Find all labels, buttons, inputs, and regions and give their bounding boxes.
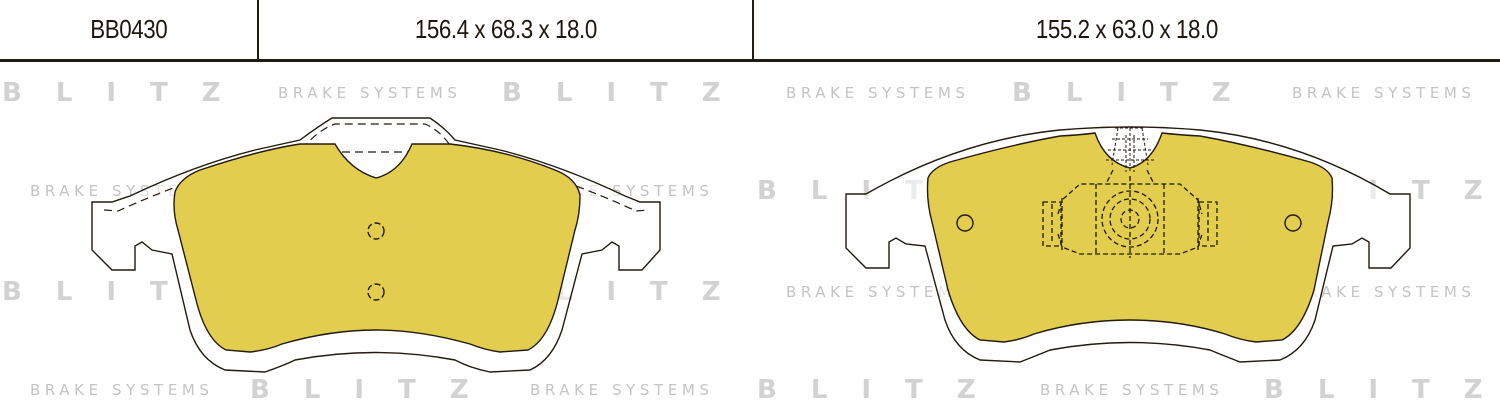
pad-2-drawing bbox=[845, 126, 1411, 363]
pad1-dimensions-cell: 156.4 x 68.3 x 18.0 bbox=[259, 0, 754, 59]
part-number-cell: BB0430 bbox=[0, 0, 259, 59]
pad2-dimensions: 155.2 x 63.0 x 18.0 bbox=[1035, 14, 1219, 44]
spec-header: BB0430 156.4 x 68.3 x 18.0 155.2 x 63.0 … bbox=[0, 0, 1500, 62]
pad-2-dashed-caliper-outline bbox=[1042, 169, 1218, 258]
pad-1-friction-material bbox=[173, 143, 581, 353]
pad2-dimensions-cell: 155.2 x 63.0 x 18.0 bbox=[754, 0, 1500, 59]
pad-1-drawing bbox=[91, 117, 661, 373]
pad-2-hole-left bbox=[956, 214, 974, 232]
pad-2-notch-clip-detail bbox=[1106, 127, 1154, 172]
pad-1-hole-upper bbox=[367, 222, 385, 240]
part-number: BB0430 bbox=[90, 14, 167, 44]
pad1-dimensions: 156.4 x 68.3 x 18.0 bbox=[414, 14, 597, 44]
pad-1-hole-lower bbox=[367, 283, 385, 301]
pad-2-friction-material bbox=[926, 132, 1334, 343]
pad-2-hole-right bbox=[1284, 214, 1302, 232]
